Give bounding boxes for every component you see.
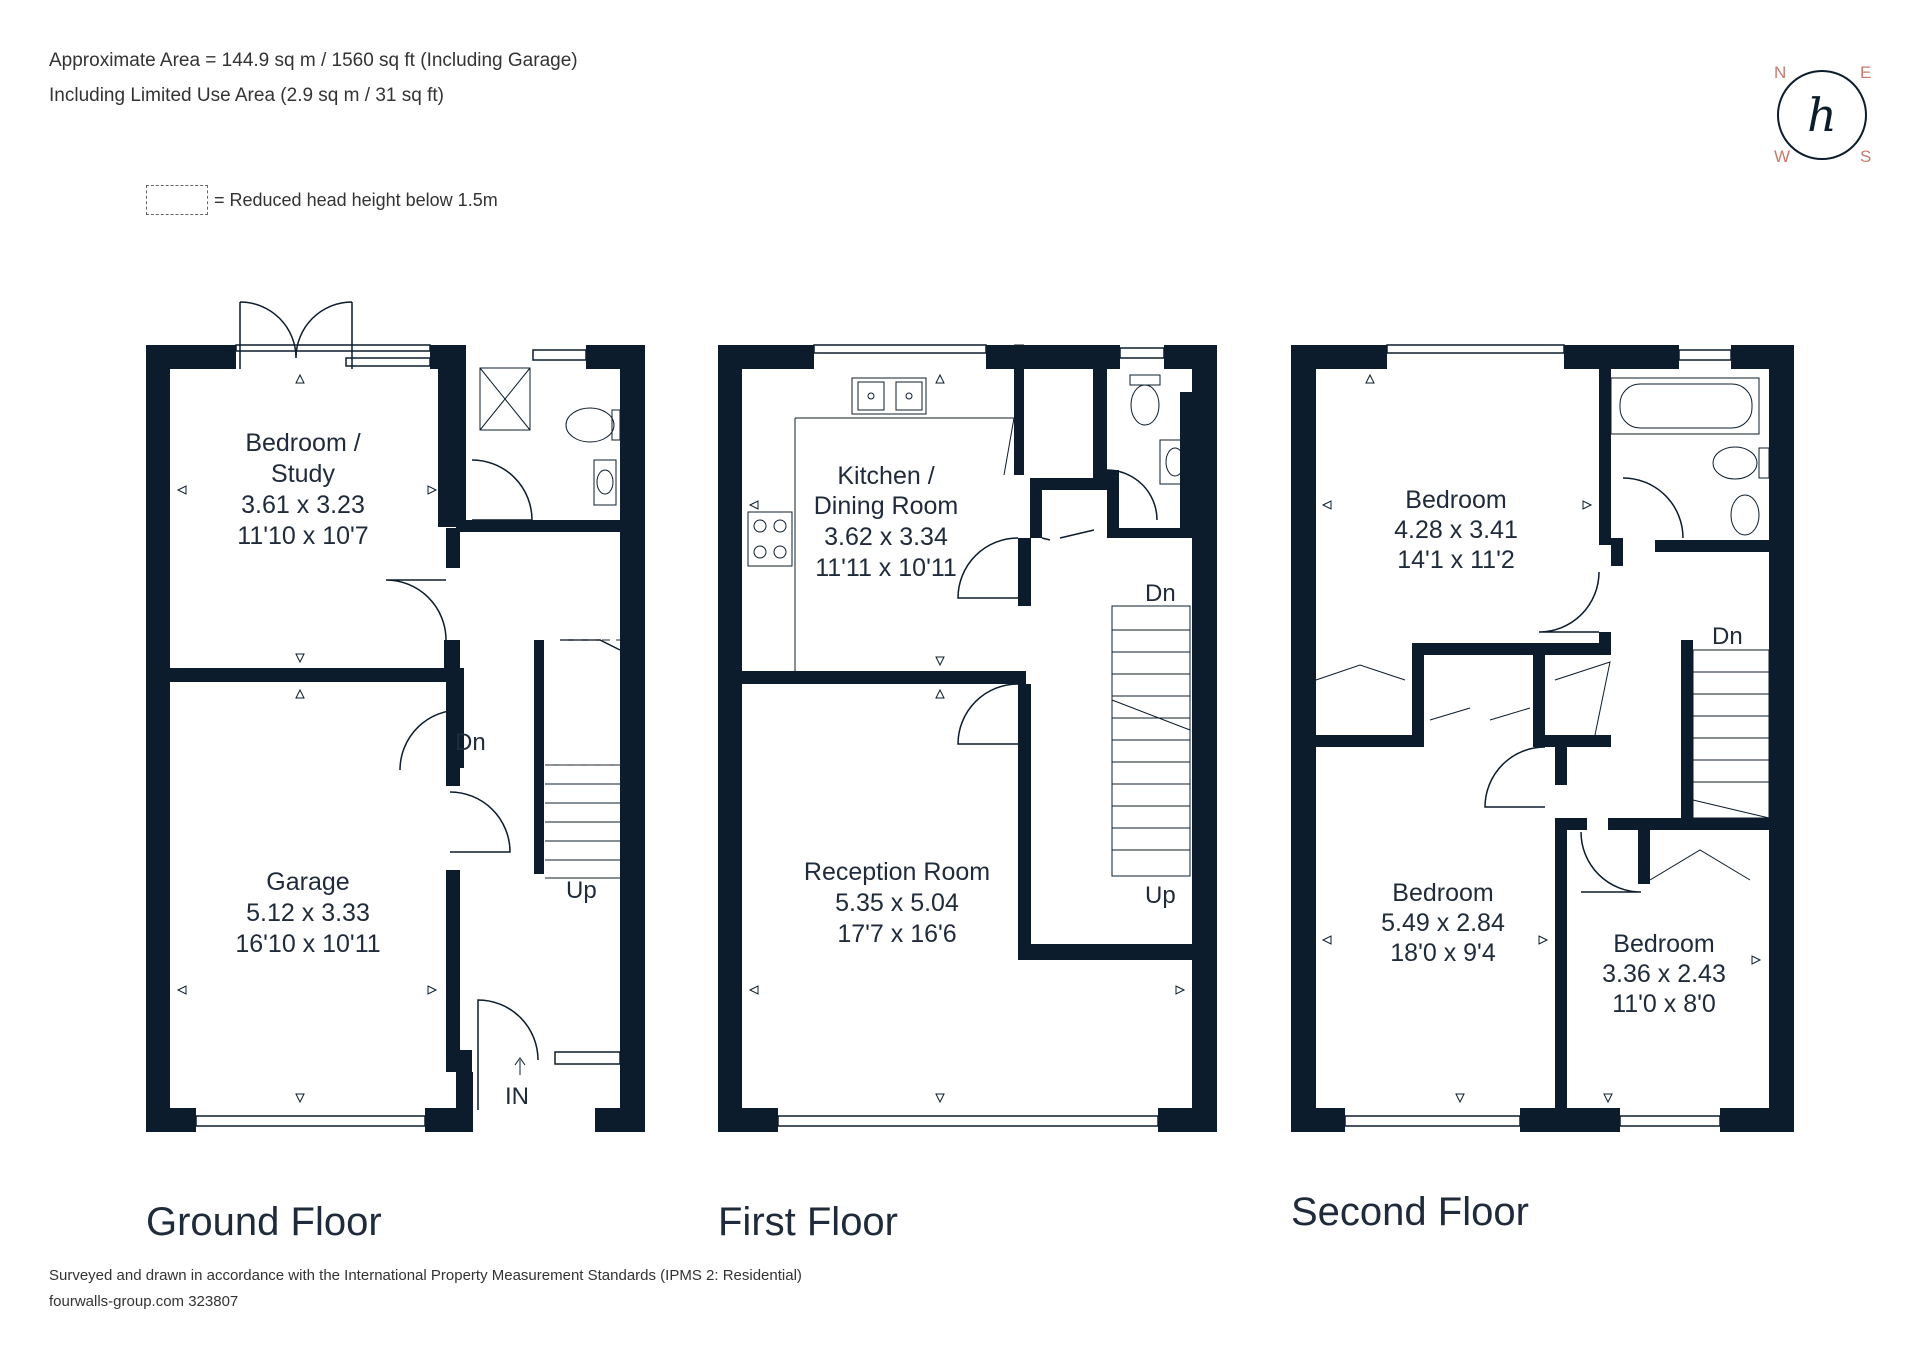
- bedroom-a-imperial: 14'1 x 11'2: [1397, 546, 1515, 574]
- kitchen-label: Kitchen /: [837, 462, 934, 490]
- compass-ring-icon: [1777, 70, 1867, 160]
- first-floor-title: First Floor: [718, 1200, 898, 1244]
- entrance-label: IN: [505, 1083, 529, 1110]
- limited-use-area: Including Limited Use Area (2.9 sq m / 3…: [49, 85, 444, 106]
- reference-link[interactable]: fourwalls-group.com 323807: [49, 1293, 239, 1310]
- bedroom-study-label-2: Study: [271, 460, 335, 488]
- kitchen-metric: 3.62 x 3.34: [824, 523, 948, 551]
- bedroom-a-label: Bedroom: [1405, 486, 1506, 514]
- ground-stairs-up: Up: [566, 877, 597, 904]
- bedroom-a-metric: 4.28 x 3.41: [1394, 516, 1518, 544]
- standards-note: Surveyed and drawn in accordance with th…: [49, 1267, 802, 1284]
- reception-label: Reception Room: [804, 858, 990, 886]
- bedroom-study-imperial: 11'10 x 10'7: [237, 522, 368, 550]
- dashed-box-icon: [146, 185, 208, 215]
- bedroom-c-imperial: 11'0 x 8'0: [1612, 990, 1716, 1018]
- compass-west: W: [1774, 147, 1790, 166]
- second-stairs: [1692, 649, 1770, 819]
- compass-north: N: [1774, 63, 1786, 82]
- bedroom-c-label: Bedroom: [1613, 930, 1714, 958]
- brand-monogram: h: [1807, 88, 1837, 142]
- reception-imperial: 17'7 x 16'6: [837, 920, 956, 948]
- garage-imperial: 16'10 x 10'11: [235, 930, 380, 958]
- compass-logo: N E W S h: [1774, 63, 1871, 166]
- kitchen-label-2: Dining Room: [814, 492, 959, 520]
- compass-east: E: [1860, 63, 1871, 82]
- garage-metric: 5.12 x 3.33: [246, 899, 370, 927]
- second-floor-title: Second Floor: [1291, 1190, 1529, 1234]
- second-floor-plan: Bedroom 4.28 x 3.41 14'1 x 11'2 Bedroom …: [1291, 344, 1794, 1132]
- second-stairs-down: Dn: [1712, 623, 1743, 650]
- first-floor-plan: Kitchen / Dining Room 3.62 x 3.34 11'11 …: [718, 344, 1217, 1132]
- first-stairs-up: Up: [1145, 882, 1176, 909]
- bedroom-c-metric: 3.36 x 2.43: [1602, 960, 1726, 988]
- bedroom-study-metric: 3.61 x 3.23: [241, 491, 365, 519]
- ground-floor-plan: Bedroom / Study 3.61 x 3.23 11'10 x 10'7…: [146, 301, 645, 1132]
- bedroom-b-metric: 5.49 x 2.84: [1381, 909, 1505, 937]
- area-summary: Approximate Area = 144.9 sq m / 1560 sq …: [49, 50, 578, 71]
- ground-stairs: [545, 639, 620, 879]
- bedroom-b-label: Bedroom: [1392, 879, 1493, 907]
- reception-metric: 5.35 x 5.04: [835, 889, 959, 917]
- kitchen-imperial: 11'11 x 10'11: [815, 554, 957, 582]
- bedroom-study-label: Bedroom /: [245, 429, 360, 457]
- compass-south: S: [1860, 147, 1871, 166]
- garage-label: Garage: [266, 868, 349, 896]
- ground-floor-title: Ground Floor: [146, 1200, 382, 1244]
- first-stairs-down: Dn: [1145, 580, 1176, 607]
- bedroom-b-imperial: 18'0 x 9'4: [1390, 939, 1496, 967]
- ground-stairs-down: Dn: [455, 729, 486, 756]
- legend-label: = Reduced head height below 1.5m: [214, 190, 498, 210]
- first-stairs: [1111, 605, 1191, 877]
